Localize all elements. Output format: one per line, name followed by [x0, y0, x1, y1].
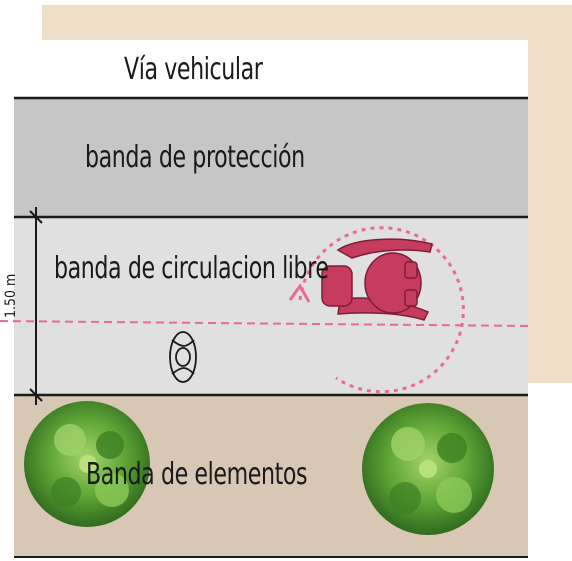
tree-icon [362, 403, 494, 535]
tree-icon [24, 401, 150, 527]
pedestrian-icon [169, 331, 197, 383]
band-circulacion-label: banda de circulacion libre [54, 251, 329, 286]
turning-circle [288, 226, 465, 394]
via-vehicular-band [14, 40, 528, 98]
dimension-line [28, 207, 46, 405]
band-proteccion [14, 98, 528, 217]
band-circulacion [14, 217, 528, 395]
circulation-axis-line [0, 320, 529, 327]
band-proteccion-label: banda de protección [85, 140, 305, 175]
via-vehicular-label: Vía vehicular [124, 52, 263, 87]
wheelchair-icon [321, 238, 433, 321]
band-elementos-label: Banda de elementos [86, 457, 308, 492]
dimension-label: 1.50 m [3, 273, 19, 318]
